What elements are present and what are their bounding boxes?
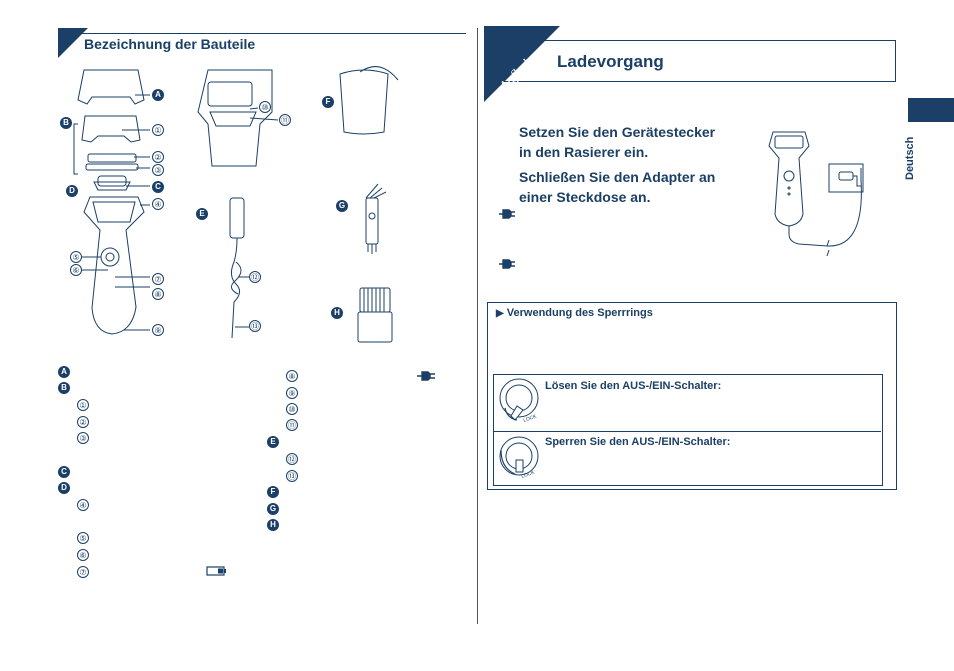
oil-bottle-drawing (357, 287, 393, 343)
unlock-label: Lösen Sie den AUS-/EIN-Schalter: (545, 380, 722, 392)
diagram-num-5: ⑤ (70, 251, 82, 263)
legend-mark-3: ③ (77, 432, 89, 444)
inner-frame-drawing (81, 115, 141, 143)
plug-icon (417, 371, 435, 381)
legend-mark-9: ⑨ (286, 387, 298, 399)
diagram-num-1: ① (152, 124, 164, 136)
pouch-drawing (339, 69, 389, 135)
lock-instructions-box (493, 374, 883, 486)
diagram-num-7: ⑦ (152, 273, 164, 285)
legend-mark-c: C (58, 466, 70, 478)
bracket-line (73, 123, 78, 175)
legend-mark-d: D (58, 482, 70, 494)
diagram-num-8: ⑧ (152, 288, 164, 300)
step-2-line-2: einer Steckdose an. (519, 189, 651, 205)
legend-mark-11: ⑪ (286, 419, 298, 431)
lock-ring-title: ▶ Verwendung des Sperrrings (496, 307, 653, 319)
diagram-num-2: ② (152, 151, 164, 163)
step-1-line-1: Setzen Sie den Gerätestecker (519, 124, 716, 140)
diagram-label-h: H (331, 307, 343, 319)
lock-dial-lock-text: LOCK (521, 469, 536, 480)
diagram-label-f: F (322, 96, 334, 108)
unlock-dial-lock-text: LOCK (523, 413, 538, 424)
chapter-corner-triangle (484, 26, 560, 102)
language-tab-label: Deutsch (904, 136, 916, 180)
unlock-dial-icon: LOCK (499, 378, 539, 424)
diagram-num-9: ⑨ (152, 324, 164, 336)
diagram-label-c: C (152, 181, 164, 193)
legend-mark-12: ⑫ (286, 453, 298, 465)
trimmer-drawing (97, 175, 127, 187)
page-title: Ladevorgang (557, 52, 664, 71)
shaver-back-drawing (197, 69, 273, 167)
plug-note-icon-1 (499, 209, 515, 219)
section-corner-triangle (58, 28, 88, 58)
lock-instructions-divider (493, 431, 881, 432)
shaver-body-drawing (83, 196, 145, 335)
diagram-label-a: A (152, 89, 164, 101)
legend-mark-4: ④ (77, 499, 89, 511)
legend-mark-b: B (58, 382, 70, 394)
legend-mark-g: G (267, 503, 279, 515)
legend-mark-2: ② (77, 416, 89, 428)
plug-note-icon-2 (499, 259, 515, 269)
parts-diagram (73, 66, 399, 343)
section-title: Bezeichnung der Bauteile (84, 36, 256, 52)
legend-mark-f: F (267, 486, 279, 498)
diagram-label-d: D (66, 185, 78, 197)
inner-blade-base-drawing (85, 163, 139, 171)
battery-icon (206, 566, 226, 576)
legend-mark-e: E (267, 436, 279, 448)
arrow-right-icon: ▶ (496, 308, 504, 319)
legend-mark-13: ⑬ (286, 470, 298, 482)
adapter-drawing (229, 197, 245, 239)
cleaning-brush-drawing (365, 183, 387, 254)
legend-mark-8: ⑧ (286, 370, 298, 382)
lock-label: Sperren Sie den AUS-/EIN-Schalter: (545, 436, 731, 448)
diagram-num-6: ⑥ (70, 264, 82, 276)
lock-ring-title-text: Verwendung des Sperrrings (506, 307, 653, 319)
charging-illustration (768, 131, 864, 257)
diagram-label-g: G (336, 200, 348, 212)
inner-blade-drawing (87, 153, 137, 163)
legend-mark-10: ⑩ (286, 403, 298, 415)
diagram-label-e: E (196, 208, 208, 220)
legend-mark-7: ⑦ (77, 566, 89, 578)
outer-foil-frame-drawing (77, 69, 145, 105)
section-rule (58, 33, 466, 34)
step-1-line-2: in den Rasierer ein. (519, 144, 649, 160)
diagram-num-12: ⑫ (249, 271, 261, 283)
legend-mark-h: H (267, 519, 279, 531)
lock-dial-icon: LOCK (499, 436, 539, 480)
language-tab (908, 98, 954, 122)
diagram-num-3: ③ (152, 164, 164, 176)
diagram-num-13: ⑬ (249, 320, 261, 332)
legend-mark-1: ① (77, 399, 89, 411)
step-2-line-1: Schließen Sie den Adapter an (519, 169, 716, 185)
lock-ring-section (487, 302, 897, 490)
diagram-num-4: ④ (152, 198, 164, 210)
legend-mark-a: A (58, 366, 70, 378)
diagram-num-11: ⑪ (279, 114, 291, 126)
legend-mark-5: ⑤ (77, 532, 89, 544)
trimmer-base-drawing (93, 181, 131, 191)
legend-mark-6: ⑥ (77, 549, 89, 561)
diagram-num-10: ⑩ (259, 101, 271, 113)
diagram-label-b: B (60, 117, 72, 129)
page-divider (477, 28, 478, 624)
